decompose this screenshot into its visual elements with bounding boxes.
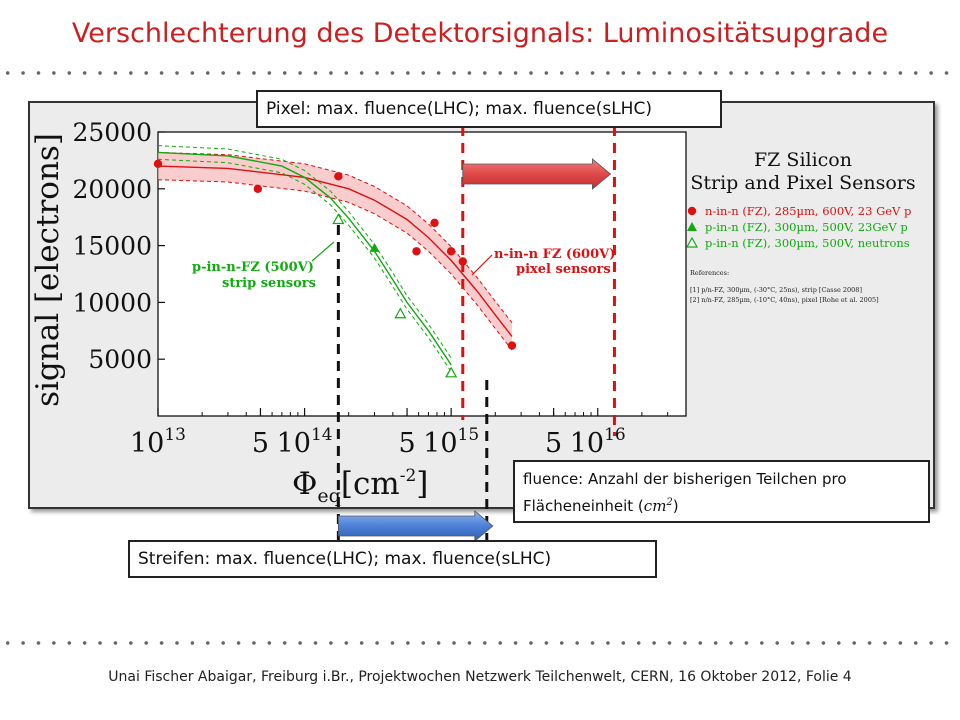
strip-annotation-pointer [311, 241, 335, 262]
legend-references-label: References: [690, 269, 729, 277]
x-tick-label-2: 1014 [277, 425, 333, 459]
y-tick-label-1: 20000 [72, 175, 152, 204]
x-tick-label-3: 5 [398, 428, 415, 459]
data-point-s0-2 [334, 172, 343, 181]
data-point-s0-7 [507, 341, 517, 350]
arrow-right-icon-pixel [462, 158, 612, 190]
strip-fit-line [157, 151, 452, 366]
fluence-definition-exp: 2 [666, 497, 673, 508]
data-point-s0-6 [458, 257, 467, 266]
fluence-definition-text: fluence: Anzahl der bisherigen Teilchen … [523, 470, 847, 515]
data-point-s0-1 [253, 184, 263, 193]
y-tick-label-2: 15000 [72, 232, 152, 261]
slide-footer: Unai Fischer Abaigar, Freiburg i.Br., Pr… [108, 669, 852, 685]
data-point-s0-0 [153, 159, 163, 169]
pixel-annotation-line1: n-in-n FZ (600V) [494, 247, 615, 262]
y-tick-label-0: 25000 [72, 118, 152, 147]
pixel-fluence-callout: Pixel: max. fluence(LHC); max. fluence(s… [256, 90, 722, 128]
strip-annotation-line1: p-in-n-FZ (500V) [192, 260, 314, 275]
legend-marker-2 [685, 236, 699, 248]
fluence-definition-callout: fluence: Anzahl der bisherigen Teilchen … [513, 460, 930, 523]
strip-fit-lower [157, 158, 452, 372]
x-tick-label-0: 1013 [130, 425, 186, 459]
fluence-definition-close: ) [672, 497, 679, 515]
top-dotted-divider [0, 71, 960, 75]
data-point-s0-4 [430, 218, 439, 228]
slide-title: Verschlechterung des Detektorsignals: Lu… [71, 18, 889, 49]
legend-entry-1: p-in-n (FZ), 300µm, 500V, 23GeV p [705, 220, 908, 234]
strip-annotation-line2: strip sensors [222, 276, 316, 291]
strip-fit-upper [157, 145, 452, 359]
x-tick-label-6: 1016 [570, 425, 626, 459]
y-axis-label: signal [electrons] [30, 133, 66, 407]
strip-fluence-callout: Streifen: max. fluence(LHC); max. fluenc… [128, 540, 657, 578]
legend-title-line-0: FZ Silicon [754, 149, 852, 171]
data-point-s2-1 [394, 307, 407, 319]
pixel-fit-upper [157, 151, 513, 324]
data-point-s0-5 [446, 247, 456, 256]
legend-entry-2: p-in-n (FZ), 300µm, 500V, neutrons [705, 236, 910, 250]
legend-entry-0: n-in-n (FZ), 285µm, 600V, 23 GeV p [705, 204, 911, 218]
arrow-right-icon-strip [337, 510, 494, 542]
legend-reference-0: [1] p/n-FZ, 300µm, (-30°C, 25ns), strip … [690, 286, 862, 294]
legend-marker-1 [687, 222, 697, 231]
x-tick-label-1: 5 [252, 428, 269, 459]
data-point-s0-3 [412, 247, 421, 256]
x-tick-label-5: 5 [545, 428, 562, 459]
pixel-annotation-line2: pixel sensors [516, 262, 611, 277]
pixel-annotation-pointer [471, 254, 493, 276]
pixel-fit-lower [157, 179, 513, 351]
data-point-s2-2 [445, 366, 458, 378]
fluence-definition-unit: cm [643, 497, 667, 515]
data-point-s1-0 [369, 242, 380, 252]
legend-reference-1: [2] n/n-FZ, 285µm, (-10°C, 40ns), pixel … [690, 296, 879, 304]
x-tick-label-4: 1015 [423, 425, 479, 459]
x-axis-label: Φeq[cm-2] [292, 466, 428, 507]
data-point-s2-0 [332, 213, 345, 225]
y-tick-label-4: 5000 [88, 345, 152, 374]
legend-title-line-1: Strip and Pixel Sensors [690, 172, 915, 194]
bottom-dotted-divider [0, 641, 960, 645]
pixel-fit-line [157, 165, 513, 337]
y-tick-label-3: 10000 [72, 288, 152, 317]
legend-marker-0 [687, 206, 697, 216]
